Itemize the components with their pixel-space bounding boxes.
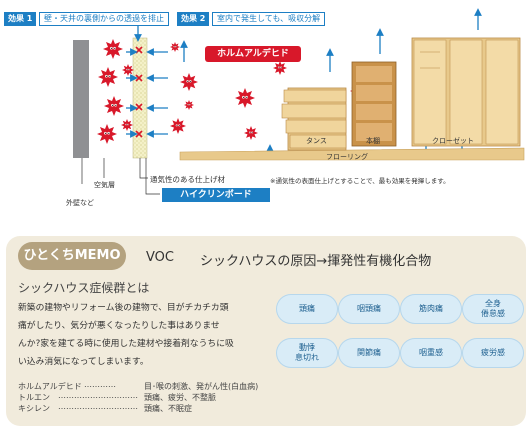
voc-label: VOC xyxy=(146,250,174,265)
chemical-row: ホルムアルデヒド………… 目･喉の刺激、発がん性(白血病) xyxy=(18,380,258,392)
diagram xyxy=(73,8,525,195)
breathable-finish-label: 通気性のある仕上げ材 xyxy=(150,175,225,184)
exterior-label: 外壁など xyxy=(66,199,94,207)
effect-1-text: 壁・天井の裏側からの透過を排止 xyxy=(39,12,169,26)
chemical-row: キシレン ………………………… 頭痛、不眠症 xyxy=(18,402,192,414)
closet-illustration xyxy=(411,37,521,147)
paragraph-line: 痛がしたり、気分が悪くなったりした事はありませ xyxy=(18,321,220,331)
board-wall xyxy=(132,37,148,159)
effect-2-text: 室内で発生しても、吸収分解 xyxy=(212,12,326,26)
chemical-effect: 目･喉の刺激、発がん性(白血病) xyxy=(144,382,259,391)
effect-2-tag: 効果 2 xyxy=(177,12,210,26)
memo-badge: ひとくちMEMO xyxy=(18,242,126,270)
symptom-joint-pain: 関節痛 xyxy=(338,338,400,368)
flooring xyxy=(179,147,525,161)
memo-headline: シックハウスの原因→揮発性有機化合物 xyxy=(200,254,432,269)
bookshelf-illustration xyxy=(351,61,397,147)
chemical-name: トルエン xyxy=(18,393,50,402)
symptom-tiredness: 疲労感 xyxy=(462,338,524,368)
air-layer-label: 空気層 xyxy=(94,181,115,189)
symptom-sore-throat: 咽頭痛 xyxy=(338,294,400,324)
chemical-effect: 頭痛、疲労、不整脈 xyxy=(144,393,216,402)
symptom-muscle-pain: 筋肉痛 xyxy=(400,294,462,324)
paragraph-line: い込み消気になってしまいます。 xyxy=(18,357,149,367)
chemical-name: キシレン xyxy=(18,404,50,413)
exterior-wall xyxy=(73,40,89,158)
memo-subheading: シックハウス症候群とは xyxy=(18,281,150,295)
paragraph-line: 新築の建物やリフォーム後の建物で、目がチカチカ頭 xyxy=(18,303,229,313)
symptom-headache: 頭痛 xyxy=(276,294,338,324)
effect-1-tag: 効果 1 xyxy=(4,12,37,26)
formaldehyde-label: ホルムアルデヒド xyxy=(205,46,301,62)
memo-paragraph: 新築の建物やリフォーム後の建物で、目がチカチカ頭 痛がしたり、気分が悪くなったり… xyxy=(18,299,270,371)
tansu-label: タンス xyxy=(306,137,327,145)
tansu-illustration xyxy=(281,87,347,151)
hiclean-board-label: ハイクリンボード xyxy=(162,188,270,202)
symptom-fatigue-body: 全身 倦怠感 xyxy=(462,294,524,324)
breathable-note: ※通気性の表面仕上げとすることで、最も効果を発揮します。 xyxy=(270,177,450,185)
closet-label: クローゼット xyxy=(432,137,474,145)
symptom-palpitation: 動悸 息切れ xyxy=(276,338,338,368)
paragraph-line: んか?家を建てる時に使用した建材や接着剤なうちに吸 xyxy=(18,339,234,349)
bookshelf-label: 本棚 xyxy=(366,137,380,145)
leader-dots: ………… xyxy=(84,380,116,389)
symptom-heaviness: 咽重感 xyxy=(400,338,462,368)
flooring-label: フローリング xyxy=(326,153,368,161)
chemical-effect: 頭痛、不眠症 xyxy=(144,404,192,413)
leader-dots: ………………………… xyxy=(58,391,138,400)
leader-dots: ………………………… xyxy=(58,402,138,411)
chemical-row: トルエン ………………………… 頭痛、疲労、不整脈 xyxy=(18,391,216,403)
germs-wall xyxy=(97,39,134,144)
chemical-name: ホルムアルデヒド xyxy=(18,382,82,391)
